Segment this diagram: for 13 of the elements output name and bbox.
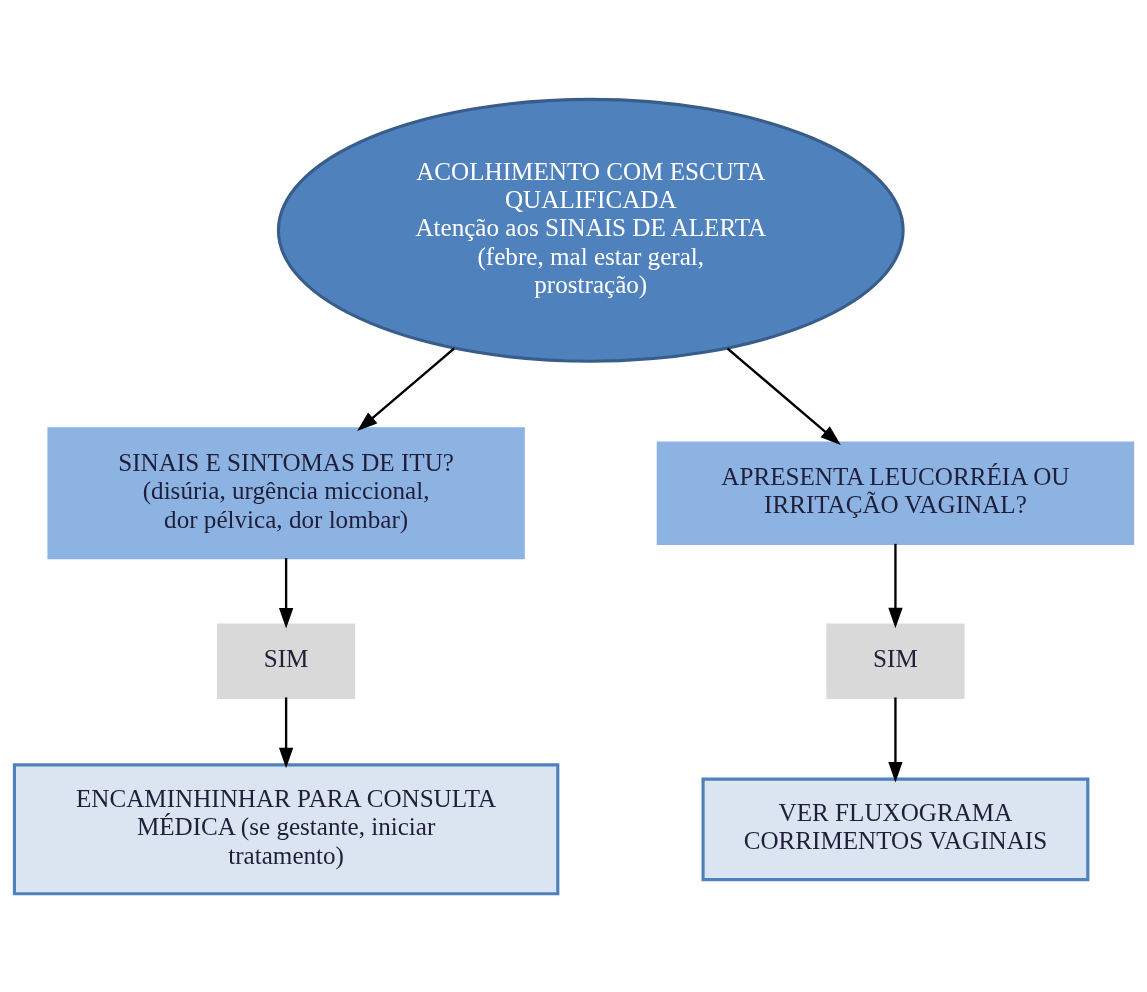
node-box: VER FLUXOGRAMA CORRIMENTOS VAGINAIS	[701, 777, 1090, 881]
arrow	[278, 696, 294, 768]
arrow	[726, 347, 841, 445]
arrow	[888, 696, 903, 782]
node-box: SIM	[217, 623, 356, 699]
arrow	[357, 347, 455, 431]
node-ellipse: ACOLHIMENTO COM ESCUTA QUALIFICADA Atenção aos SINAIS DE ALERTA (febre, mal estar geral, prostração)	[276, 97, 905, 363]
arrow	[278, 557, 294, 629]
node-box: SINAIS E SINTOMAS DE ITU? (disúria, urgência miccional, dor pélvica, dor lombar)	[47, 426, 525, 559]
node-box: APRESENTA LEUCORRÉIA OU IRRITAÇÃO VAGINAL?	[656, 440, 1135, 545]
arrow	[888, 543, 903, 628]
node-box: ENCAMINHINHAR PARA CONSULTA MÉDICA (se gestante, iniciar tratamento)	[12, 762, 560, 895]
node-box: SIM	[826, 623, 965, 699]
